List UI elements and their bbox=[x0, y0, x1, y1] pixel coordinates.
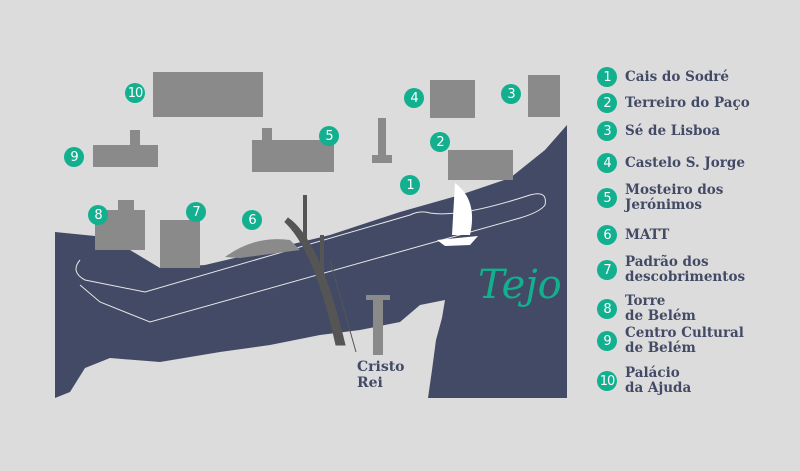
legend-item-5[interactable]: 5 Mosteiro dos Jerónimos bbox=[597, 183, 723, 213]
marker-6[interactable]: 6 bbox=[242, 210, 262, 230]
legend-badge: 2 bbox=[597, 93, 617, 113]
legend-item-1[interactable]: 1 Cais do Sodré bbox=[597, 67, 729, 87]
legend-label: Castelo S. Jorge bbox=[625, 154, 745, 171]
legend-label: Terreiro do Paço bbox=[625, 94, 750, 111]
terreiro-paco-icon bbox=[448, 150, 513, 180]
boat-route bbox=[75, 193, 546, 323]
legend-label: Sé de Lisboa bbox=[625, 122, 721, 139]
se-lisboa-icon bbox=[528, 75, 560, 117]
river-label: Tejo bbox=[478, 262, 562, 308]
bridge-icon bbox=[284, 195, 357, 353]
statue-icon bbox=[378, 118, 386, 158]
legend-badge: 3 bbox=[597, 121, 617, 141]
marker-7[interactable]: 7 bbox=[186, 202, 206, 222]
legend-badge: 8 bbox=[597, 299, 617, 319]
legend-badge: 10 bbox=[597, 371, 617, 391]
marker-3[interactable]: 3 bbox=[501, 84, 521, 104]
legend-label: MATT bbox=[625, 226, 670, 243]
marker-2[interactable]: 2 bbox=[430, 132, 450, 152]
legend-badge: 4 bbox=[597, 153, 617, 173]
legend-badge: 1 bbox=[597, 67, 617, 87]
palacio-ajuda-icon bbox=[153, 72, 263, 117]
legend-label: Palácio da Ajuda bbox=[625, 365, 692, 396]
marker-1[interactable]: 1 bbox=[400, 175, 420, 195]
legend-item-9[interactable]: 9 Centro Cultural de Belém bbox=[597, 326, 744, 356]
legend-item-2[interactable]: 2 Terreiro do Paço bbox=[597, 93, 750, 113]
legend-item-7[interactable]: 7 Padrão dos descobrimentos bbox=[597, 255, 745, 285]
legend-badge: 6 bbox=[597, 225, 617, 245]
legend-badge: 7 bbox=[597, 260, 617, 280]
sailboat-icon bbox=[437, 183, 478, 246]
legend-item-3[interactable]: 3 Sé de Lisboa bbox=[597, 121, 720, 141]
legend-item-8[interactable]: 8 Torre de Belém bbox=[597, 294, 696, 324]
padrao-icon bbox=[160, 220, 200, 268]
cristo-rei-label: Cristo Rei bbox=[357, 359, 405, 391]
marker-8[interactable]: 8 bbox=[88, 205, 108, 225]
legend-badge: 5 bbox=[597, 188, 617, 208]
marker-9[interactable]: 9 bbox=[64, 147, 84, 167]
legend-badge: 9 bbox=[597, 331, 617, 351]
marker-4[interactable]: 4 bbox=[404, 88, 424, 108]
castelo-icon bbox=[430, 80, 475, 118]
jeronimos-icon bbox=[252, 140, 334, 172]
legend-label: Mosteiro dos Jerónimos bbox=[625, 182, 724, 213]
matt-icon bbox=[225, 239, 300, 258]
marker-10[interactable]: 10 bbox=[125, 83, 145, 103]
legend-label: Torre de Belém bbox=[625, 293, 696, 324]
legend-item-6[interactable]: 6 MATT bbox=[597, 225, 669, 245]
landmark-silhouettes bbox=[93, 72, 560, 268]
legend-label: Centro Cultural de Belém bbox=[625, 325, 744, 356]
ccb-icon bbox=[93, 145, 158, 167]
legend-label: Padrão dos descobrimentos bbox=[625, 254, 746, 285]
cristo-rei-icon bbox=[366, 295, 390, 355]
legend-label: Cais do Sodré bbox=[625, 68, 729, 85]
legend-item-10[interactable]: 10 Palácio da Ajuda bbox=[597, 366, 691, 396]
marker-5[interactable]: 5 bbox=[319, 126, 339, 146]
legend-item-4[interactable]: 4 Castelo S. Jorge bbox=[597, 153, 745, 173]
